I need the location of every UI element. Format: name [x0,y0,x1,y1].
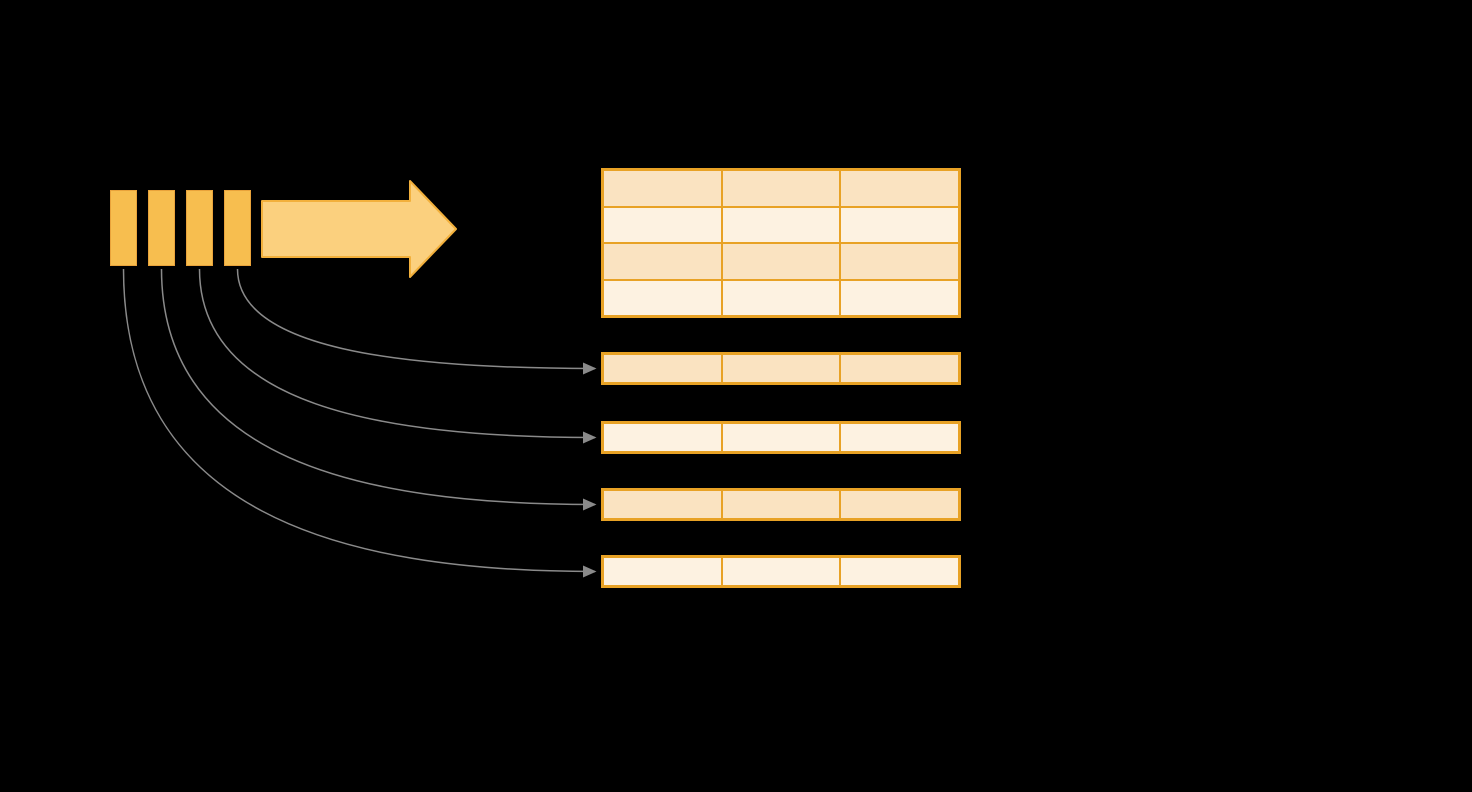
table-cell [603,557,722,586]
table-cell [721,354,841,383]
record-bar [148,190,175,266]
table-cell [721,206,841,243]
table-cell [721,557,841,586]
table-cell [840,279,959,316]
table-cell [840,557,959,586]
record-bar [110,190,137,266]
table-cell [840,354,959,383]
row-table-3 [601,488,961,521]
table-cell [603,206,722,243]
connector-arrow [122,268,597,578]
table-cell [721,279,841,316]
table-cell [603,423,722,452]
table-cell [840,243,959,280]
row-table-4 [601,555,961,588]
table-cell [721,243,841,280]
table-cell [603,490,722,519]
main-table [601,168,961,318]
connector-arrow [198,268,597,444]
record-bar [224,190,251,266]
record-bar [186,190,213,266]
connector-arrow [236,268,597,375]
table-cell [721,490,841,519]
table-cell [721,170,841,207]
connector-arrow [160,268,597,511]
table-cell [603,170,722,207]
table-cell [840,423,959,452]
table-cell [840,490,959,519]
row-table-1 [601,352,961,385]
table-cell [840,206,959,243]
table-cell [721,423,841,452]
table-cell [603,354,722,383]
table-cell [840,170,959,207]
row-table-2 [601,421,961,454]
table-cell [603,243,722,280]
flow-arrow [261,180,457,278]
table-cell [603,279,722,316]
